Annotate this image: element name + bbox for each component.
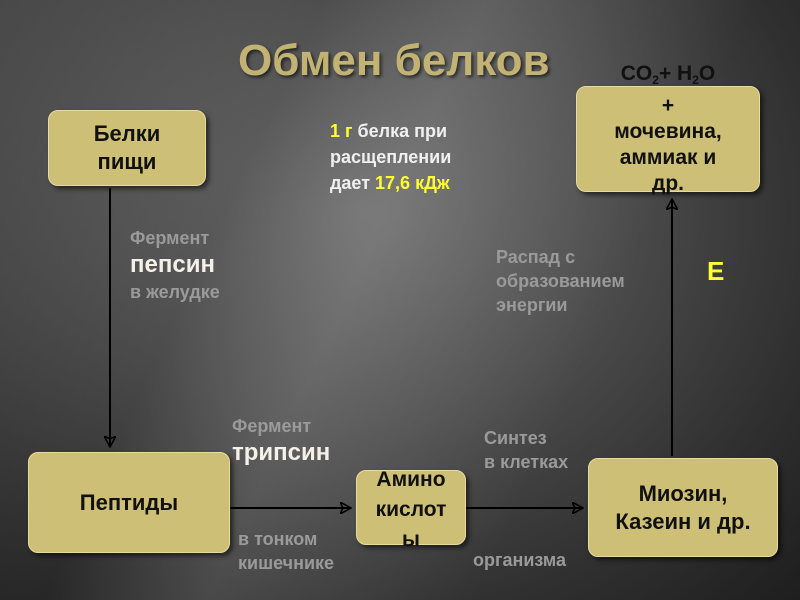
- pepsin-place: в желудке: [130, 282, 220, 302]
- synthesis-line2: в клетках: [484, 452, 569, 472]
- end-products-box: CO2+ H2O + мочевина, аммиак и др.: [576, 62, 760, 195]
- amino-acids-box: Амино кислот ы: [356, 468, 466, 551]
- decay-line2: образованием: [496, 271, 625, 291]
- energy-line3: дает: [330, 173, 376, 193]
- decay-line1: Распад с: [496, 247, 576, 267]
- trypsin-place-line2: кишечнике: [238, 553, 335, 573]
- energy-line1: белка при: [352, 121, 448, 141]
- page-title: Обмен белков: [238, 36, 550, 85]
- decay-annotation: Распад с образованием энергии: [496, 245, 625, 317]
- pepsin-label: Фермент: [130, 228, 210, 248]
- ammonia-text: аммиак и: [619, 146, 717, 169]
- pepsin-name: пепсин: [130, 251, 215, 278]
- energy-symbol: E: [707, 256, 725, 286]
- co2-text: CO: [620, 62, 653, 85]
- trypsin-place: в тонком кишечнике: [238, 527, 334, 575]
- food-proteins-line2: пищи: [97, 149, 157, 174]
- pepsin-annotation: Фермент пепсин в желудке: [130, 226, 220, 304]
- o-text: O: [698, 62, 716, 85]
- myosin-line2: Казеин и др.: [615, 508, 751, 534]
- trypsin-annotation: Фермент трипсин: [232, 414, 330, 468]
- synthesis-line3: организма: [473, 550, 567, 570]
- h-text: + H: [658, 62, 693, 85]
- amino-line2: кислот: [375, 498, 447, 521]
- amino-line1: Амино: [376, 468, 446, 491]
- h2o-subscript: 2: [692, 73, 699, 87]
- co2-h2o-formula: CO2+ H2O: [614, 61, 721, 93]
- energy-value: 17,6 кДж: [375, 173, 450, 193]
- plus-sign: +: [661, 94, 675, 117]
- myosin-casein-box: Миозин, Казеин и др.: [588, 458, 778, 557]
- trypsin-place-line1: в тонком: [238, 529, 318, 549]
- urea-text: мочевина,: [614, 120, 722, 143]
- co2-subscript: 2: [652, 73, 659, 87]
- decay-line3: энергии: [496, 295, 568, 315]
- myosin-line1: Миозин,: [638, 480, 728, 506]
- synthesis-annotation: Синтез в клетках: [484, 426, 568, 474]
- food-proteins-line1: Белки: [93, 121, 161, 146]
- peptides-box: Пептиды: [28, 452, 230, 553]
- energy-line2: расщеплении: [330, 147, 452, 167]
- amino-line3: ы: [402, 528, 420, 551]
- peptides-label: Пептиды: [79, 489, 179, 515]
- energy-yield-note: 1 г белка при расщеплении дает 17,6 кДж: [330, 118, 451, 196]
- trypsin-name: трипсин: [232, 439, 331, 466]
- energy-prefix: 1 г: [330, 121, 353, 141]
- synthesis-line1: Синтез: [484, 428, 547, 448]
- trypsin-label: Фермент: [232, 416, 312, 436]
- food-proteins-box: Белки пищи: [48, 110, 206, 186]
- etc-text: др.: [651, 172, 684, 195]
